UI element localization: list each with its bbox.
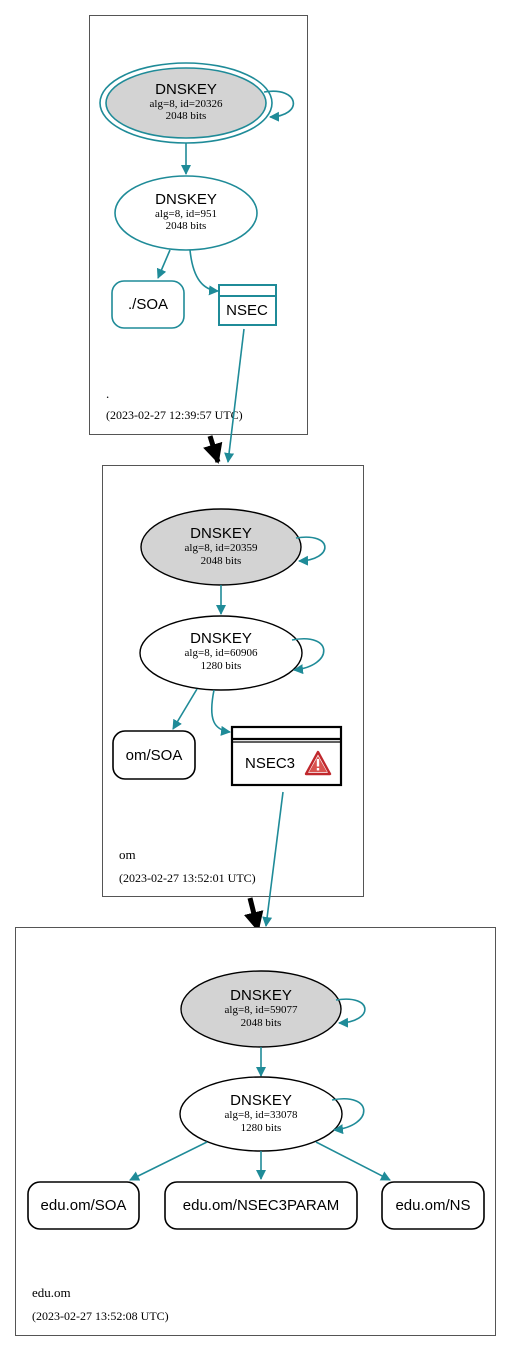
eduom-soa-node[interactable]: edu.om/SOA [27,1181,140,1230]
eduom-dnskey-ksk[interactable]: DNSKEY alg=8, id=59077 2048 bits [180,970,342,1048]
om-zone-timestamp: (2023-02-27 13:52:01 UTC) [119,871,256,885]
eduom-nsec3param-node[interactable]: edu.om/NSEC3PARAM [164,1181,358,1230]
eduom-zone-timestamp: (2023-02-27 13:52:08 UTC) [32,1309,169,1323]
om-zsk-title: DNSKEY [190,630,252,647]
om-zsk-bits: 1280 bits [201,660,242,672]
root-zsk-to-nsec-edge [189,249,219,296]
eduom-ksk-bits: 2048 bits [241,1017,282,1029]
root-dnskey-ksk[interactable]: DNSKEY alg=8, id=20326 2048 bits [99,62,273,144]
root-zsk-to-soa-edge [156,249,171,279]
eduom-ksk-alg: alg=8, id=59077 [225,1004,298,1016]
eduom-ksk-title: DNSKEY [230,987,292,1004]
root-ksk-alg: alg=8, id=20326 [150,98,223,110]
om-ksk-alg: alg=8, id=20359 [185,542,258,554]
eduom-dnskey-zsk[interactable]: DNSKEY alg=8, id=33078 1280 bits [179,1076,343,1152]
root-soa-label: ./SOA [128,296,168,313]
root-dnskey-zsk[interactable]: DNSKEY alg=8, id=951 2048 bits [114,175,258,251]
om-zsk-to-nsec3-edge [210,689,231,736]
eduom-zsk-self-edge [331,1098,365,1135]
eduom-zsk-to-soa-edge [129,1141,208,1181]
root-zone-name: . [106,386,109,401]
om-nsec3-label: NSEC3 [245,755,295,772]
zone-om: DNSKEY alg=8, id=20359 2048 bits DNSKEY … [102,465,364,897]
om-zsk-alg: alg=8, id=60906 [185,647,258,659]
om-zsk-self-edge [291,638,325,675]
eduom-ns-label: edu.om/NS [395,1197,470,1214]
om-soa-label: om/SOA [126,747,183,764]
eduom-zsk-bits: 1280 bits [241,1122,282,1134]
om-ksk-self-edge [295,536,326,566]
root-ksk-title: DNSKEY [155,81,217,98]
delegation-om-to-eduom [243,897,264,932]
eduom-zsk-title: DNSKEY [230,1092,292,1109]
eduom-zone-name: edu.om [32,1285,71,1300]
eduom-nsec3param-label: edu.om/NSEC3PARAM [183,1197,339,1214]
root-zsk-title: DNSKEY [155,191,217,208]
om-dnskey-ksk[interactable]: DNSKEY alg=8, id=20359 2048 bits [140,508,302,586]
root-nsec-node[interactable]: NSEC [218,284,277,326]
eduom-soa-label: edu.om/SOA [41,1197,127,1214]
root-ksk-self-edge [263,90,295,122]
zone-eduom: DNSKEY alg=8, id=59077 2048 bits DNSKEY … [15,927,496,1336]
eduom-zsk-to-ns-edge [315,1141,391,1181]
root-zsk-bits: 2048 bits [166,220,207,232]
root-nsec-label: NSEC [226,302,268,319]
om-nsec3-to-eduom-edge [262,791,284,927]
warning-icon[interactable] [304,750,332,776]
eduom-ksk-self-edge [335,998,366,1028]
root-soa-node[interactable]: ./SOA [111,280,185,329]
root-zsk-alg: alg=8, id=951 [155,208,217,220]
om-nsec3-node[interactable]: NSEC3 [230,725,343,787]
om-dnskey-zsk[interactable]: DNSKEY alg=8, id=60906 1280 bits [139,615,303,691]
om-ksk-title: DNSKEY [190,525,252,542]
delegation-root-to-om [203,435,223,464]
root-zone-timestamp: (2023-02-27 12:39:57 UTC) [106,408,243,422]
om-zone-name: om [119,847,136,862]
om-soa-node[interactable]: om/SOA [112,730,196,780]
zone-root: DNSKEY alg=8, id=20326 2048 bits DNSKEY … [89,15,308,435]
eduom-zsk-alg: alg=8, id=33078 [225,1109,298,1121]
om-zsk-to-soa-edge [172,688,198,730]
root-nsec-to-om-edge [224,328,245,463]
root-ksk-bits: 2048 bits [166,110,207,122]
om-ksk-bits: 2048 bits [201,555,242,567]
eduom-ns-node[interactable]: edu.om/NS [381,1181,485,1230]
